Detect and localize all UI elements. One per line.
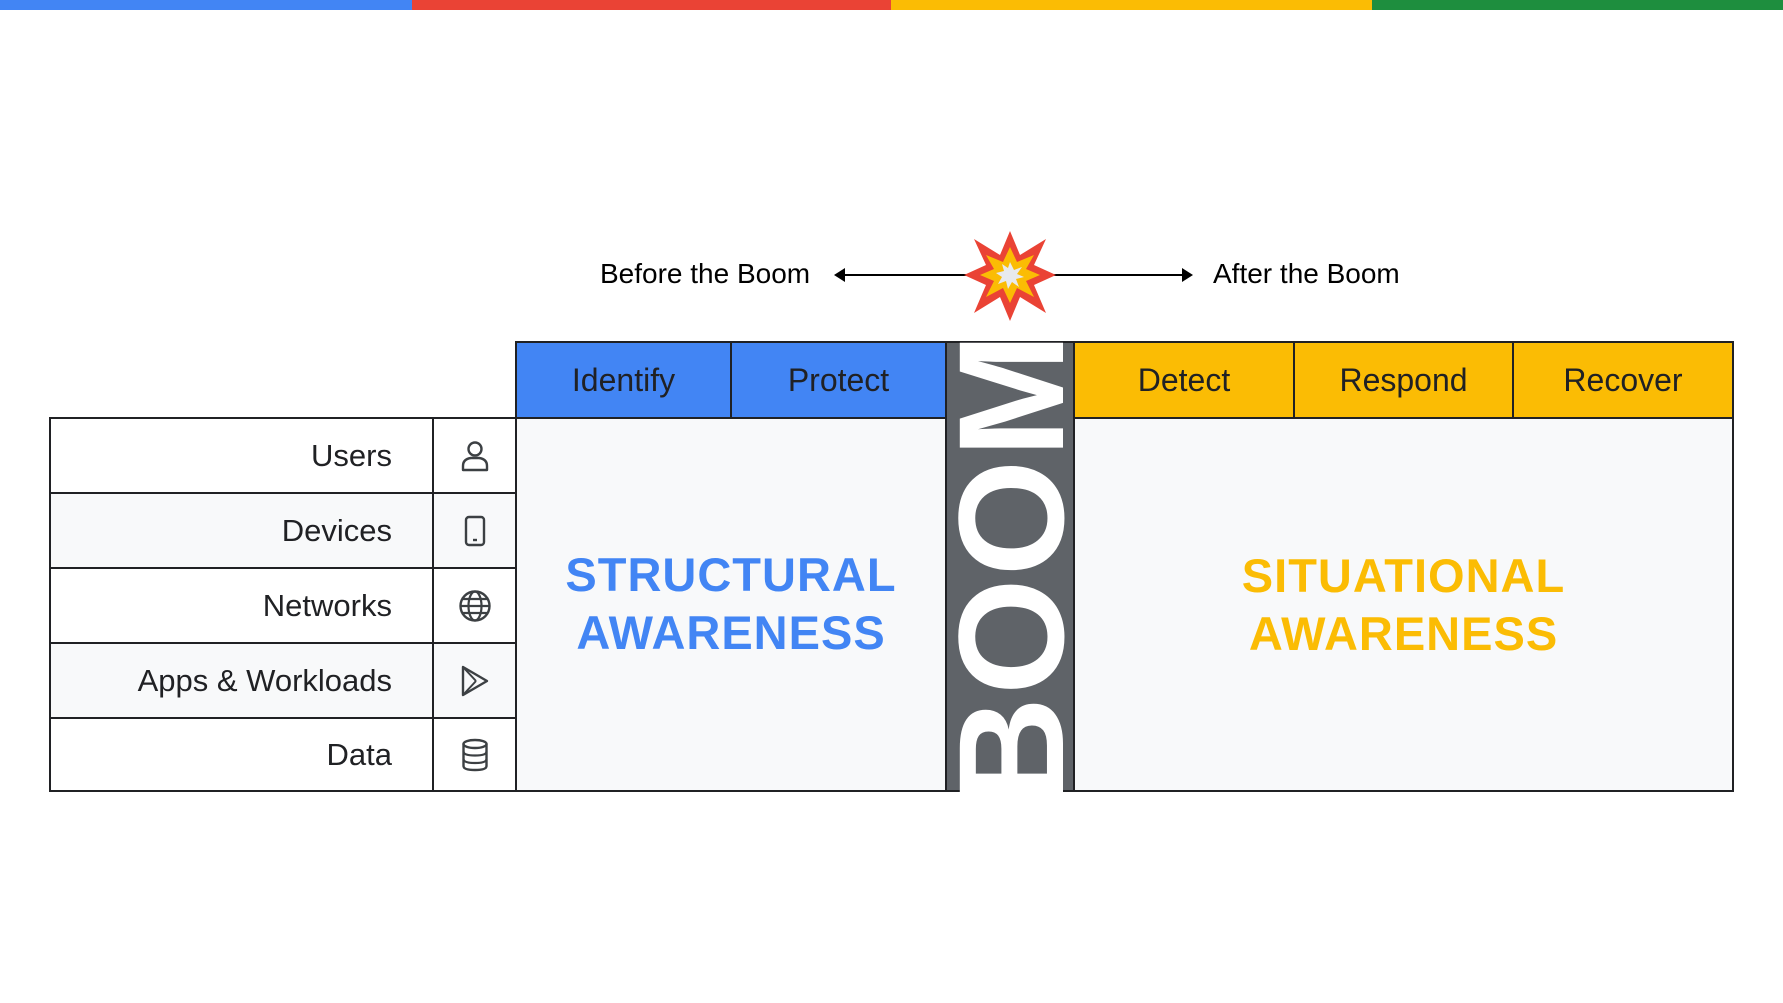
structural-line-1: STRUCTURAL xyxy=(565,548,897,601)
situational-line-2: AWARENESS xyxy=(1248,607,1559,660)
row-data: Data xyxy=(49,717,434,792)
explosion-icon xyxy=(964,231,1056,321)
row-networks-icon-cell xyxy=(432,567,517,644)
top-bar-blue xyxy=(0,0,412,10)
device-icon xyxy=(464,515,485,546)
top-bar-green xyxy=(1372,0,1783,10)
row-users-icon-cell xyxy=(432,417,517,494)
column-header-recover: Recover xyxy=(1512,341,1734,419)
play-icon xyxy=(461,665,488,696)
situational-awareness-label: SITUATIONAL AWARENESS xyxy=(1073,547,1734,663)
row-label: Users xyxy=(311,437,392,473)
boom-band xyxy=(945,341,1075,792)
column-header-identify: Identify xyxy=(515,341,732,419)
column-header-protect: Protect xyxy=(730,341,947,419)
globe-icon xyxy=(458,589,491,622)
left-arrow-line xyxy=(842,274,970,276)
row-devices-icon-cell xyxy=(432,492,517,569)
situational-awareness-panel xyxy=(1073,417,1734,792)
row-label: Apps & Workloads xyxy=(137,662,392,698)
column-header-detect: Detect xyxy=(1073,341,1295,419)
database-icon xyxy=(461,738,488,771)
structural-line-2: AWARENESS xyxy=(576,606,886,659)
boom-label: BOOM xyxy=(927,330,1095,806)
row-apps-workloads: Apps & Workloads xyxy=(49,642,434,719)
top-bar-yellow xyxy=(891,0,1372,10)
user-icon xyxy=(461,440,488,471)
row-devices: Devices xyxy=(49,492,434,569)
column-header-respond: Respond xyxy=(1293,341,1514,419)
situational-line-1: SITUATIONAL xyxy=(1241,549,1566,602)
after-the-boom-label: After the Boom xyxy=(1213,258,1400,289)
row-apps-workloads-icon-cell xyxy=(432,642,517,719)
row-users: Users xyxy=(49,417,434,494)
right-arrow-line xyxy=(1050,274,1184,276)
row-networks: Networks xyxy=(49,567,434,644)
row-data-icon-cell xyxy=(432,717,517,792)
top-bar-red xyxy=(412,0,891,10)
before-the-boom-label: Before the Boom xyxy=(600,258,811,289)
row-label: Devices xyxy=(281,512,392,548)
row-label: Networks xyxy=(262,587,392,623)
structural-awareness-label: STRUCTURAL AWARENESS xyxy=(515,546,947,662)
right-arrow-head xyxy=(1182,268,1193,282)
row-label: Data xyxy=(326,736,392,772)
left-arrow-head xyxy=(834,268,845,282)
